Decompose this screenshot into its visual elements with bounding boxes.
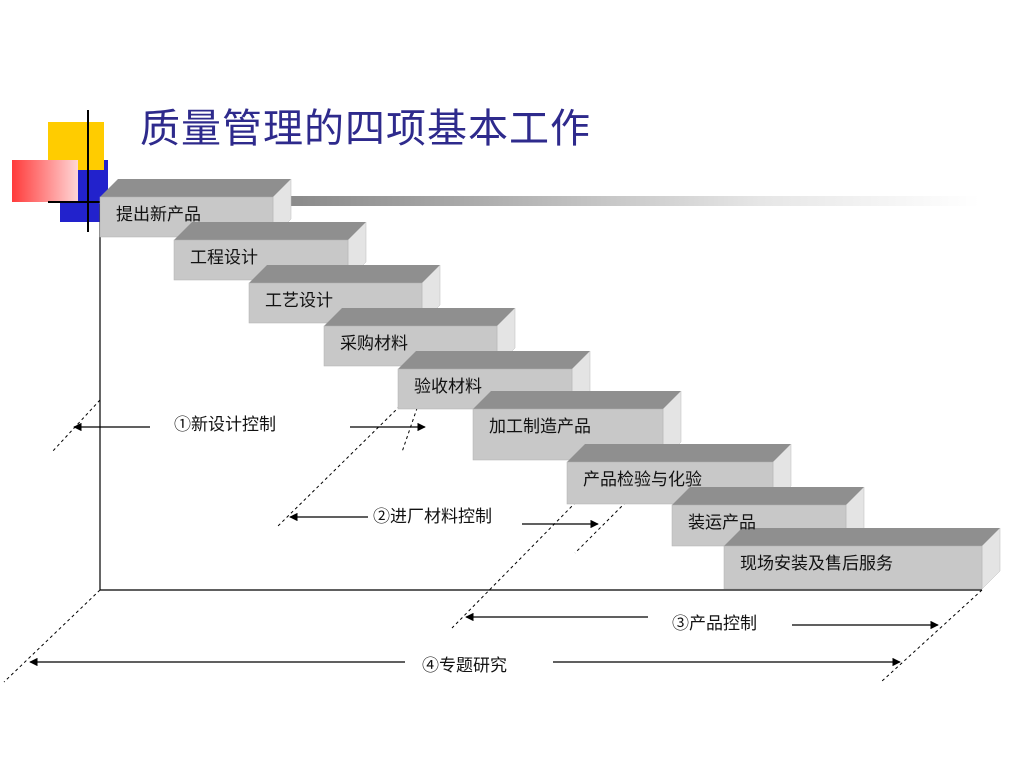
step-label-2: 工程设计 — [190, 248, 258, 268]
step-9 — [723, 527, 1001, 590]
logo-red-square — [12, 160, 78, 202]
step-label-5: 验收材料 — [414, 377, 482, 397]
step-label-1: 提出新产品 — [116, 205, 201, 225]
step-front-face — [723, 545, 983, 590]
step-label-9: 现场安装及售后服务 — [740, 554, 893, 574]
step-top-face — [567, 444, 791, 462]
title-rule — [100, 196, 980, 206]
step-top-face — [473, 391, 681, 409]
step-top-face — [100, 179, 291, 197]
step-top-face — [249, 265, 440, 283]
dashed-guides — [3, 384, 983, 683]
step-top-face — [672, 487, 864, 505]
step-top-face — [724, 528, 1000, 546]
steps-group — [99, 178, 1001, 590]
phase-label-material-control: ②进厂材料控制 — [369, 502, 496, 527]
phase-label-special-study: ④专题研究 — [418, 651, 511, 676]
step-top-face — [174, 222, 366, 240]
step-top-face — [398, 351, 590, 369]
step-label-6: 加工制造产品 — [489, 417, 591, 437]
phase-label-design-control: ①新设计控制 — [170, 410, 280, 435]
phase-label-product-control: ③产品控制 — [668, 609, 761, 634]
axes — [99, 204, 982, 591]
slide-title: 质量管理的四项基本工作 — [140, 106, 591, 152]
step-top-face — [324, 308, 515, 326]
step-label-7: 产品检验与化验 — [583, 470, 702, 490]
step-label-8: 装运产品 — [688, 513, 756, 533]
step-label-4: 采购材料 — [340, 334, 408, 354]
step-label-3: 工艺设计 — [265, 291, 333, 311]
phase-arrows — [29, 422, 939, 667]
step-7 — [566, 443, 792, 505]
